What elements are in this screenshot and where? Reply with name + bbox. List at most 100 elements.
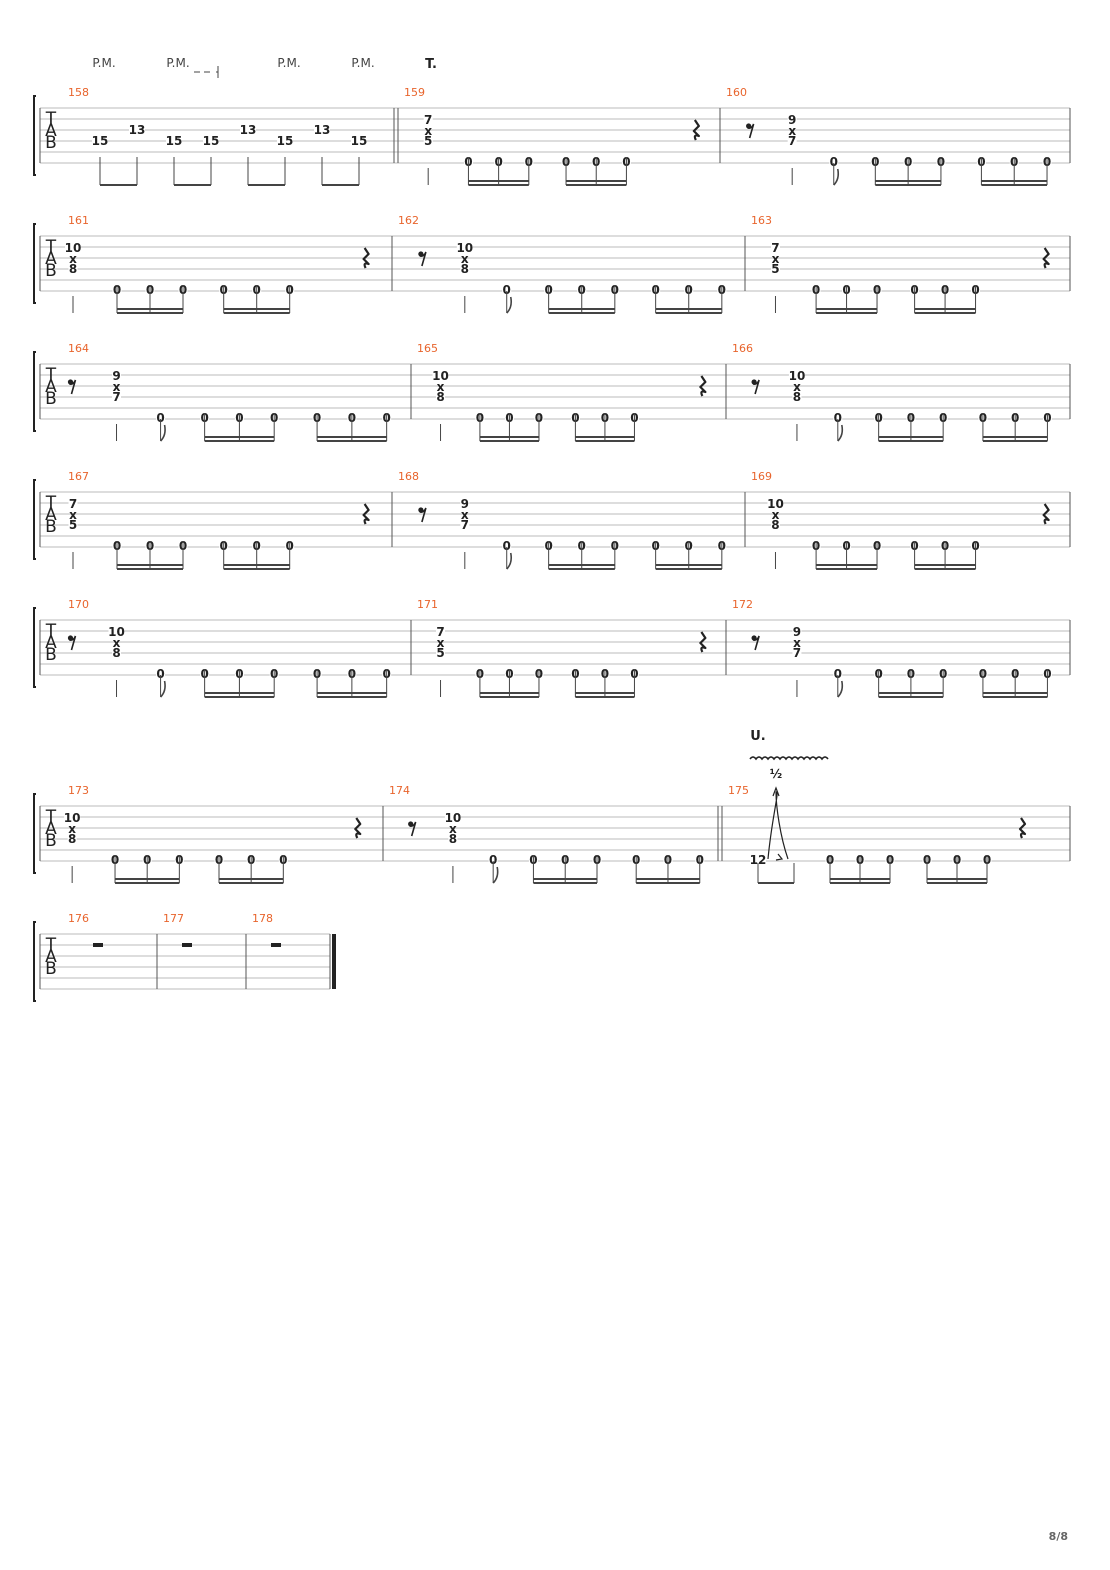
bend-fret: 12 — [750, 853, 767, 867]
chord-fret-low-bg — [770, 263, 780, 274]
measure-number: 169 — [751, 470, 772, 483]
quarter-rest — [1042, 247, 1050, 269]
quarter-rest — [354, 817, 362, 839]
chord-fret-low: 7 — [461, 518, 469, 532]
tapping-label: T. — [425, 57, 437, 72]
tab-clef-letter: B — [45, 133, 57, 153]
eighth-flag — [506, 296, 513, 314]
fret-number: 15 — [92, 134, 109, 148]
chord-fret-high-bg — [436, 626, 446, 637]
measure-number: 175 — [728, 784, 749, 797]
dead-note-x: x — [424, 124, 432, 138]
tab-clef-letter: B — [45, 389, 57, 409]
open-string-fret-bg — [156, 412, 166, 423]
measure-number: 167 — [68, 470, 89, 483]
dead-note-x: x — [772, 252, 780, 266]
fret-number: 15 — [203, 134, 220, 148]
quarter-rest — [699, 631, 707, 653]
chord-fret-low: 8 — [436, 390, 444, 404]
eighth-rest-stem — [752, 635, 760, 651]
chord-fret-low-bg — [423, 135, 433, 146]
chord-fret-low-bg — [448, 833, 458, 844]
fret-number-bg — [351, 135, 367, 146]
measure-number: 162 — [398, 214, 419, 227]
chord-fret-high-bg — [432, 370, 449, 381]
tab-clef-letter: A — [45, 121, 57, 141]
tab-clef-letter: A — [45, 377, 57, 397]
bend-arrow — [772, 786, 780, 797]
measure-number: 165 — [417, 342, 438, 355]
eighth-rest — [408, 821, 417, 837]
chord-fret-high: 7 — [424, 113, 432, 127]
chord-fret-high: 10 — [64, 811, 81, 825]
chord-fret-high-bg — [787, 114, 797, 125]
tab-clef-letter: T — [45, 935, 57, 955]
tab-clef-letter: T — [45, 807, 57, 827]
dead-note-x: x — [69, 508, 77, 522]
chord-fret-high: 10 — [456, 241, 473, 255]
tab-clef-letter: B — [45, 517, 57, 537]
eighth-flag — [159, 680, 166, 698]
whole-rest — [271, 943, 281, 947]
open-string-fret: 0 — [834, 667, 842, 681]
open-string-fret: 0 — [156, 411, 164, 425]
vibrato-line — [749, 756, 829, 761]
quarter-rest — [1042, 503, 1050, 525]
open-string-fret: 0 — [830, 155, 838, 169]
chord-fret-high-bg — [456, 242, 473, 253]
eighth-rest-stem — [419, 251, 427, 267]
dead-note-x: x — [113, 636, 121, 650]
measure-number: 170 — [68, 598, 89, 611]
open-string-fret-bg — [829, 156, 839, 167]
chord-fret-high: 9 — [112, 369, 120, 383]
system-bracket — [33, 95, 36, 176]
tab-clef-letter: T — [45, 109, 57, 129]
eighth-flag — [837, 680, 844, 698]
chord-fret-low: 8 — [112, 646, 120, 660]
palm-mute-label: P.M. — [92, 56, 115, 70]
measure-number: 178 — [252, 912, 273, 925]
quarter-rest — [362, 247, 370, 269]
dead-note-x: x — [113, 380, 121, 394]
measure-number: 160 — [726, 86, 747, 99]
tab-clef-letter: A — [45, 947, 57, 967]
dead-note-x: x — [772, 508, 780, 522]
system-bracket — [33, 793, 36, 874]
dead-note-x: x — [437, 636, 445, 650]
fret-number: 13 — [314, 123, 331, 137]
fret-number-bg — [129, 124, 145, 135]
chord-fret-high: 10 — [767, 497, 784, 511]
dead-note-x: x — [793, 380, 801, 394]
chord-fret-low: 7 — [112, 390, 120, 404]
chord-fret-low: 8 — [461, 262, 469, 276]
eighth-rest — [751, 635, 760, 651]
measure-number: 173 — [68, 784, 89, 797]
open-string-fret-bg — [156, 668, 166, 679]
tab-clef-letter: A — [45, 633, 57, 653]
chord-fret-low-bg — [68, 519, 78, 530]
chord-fret-low-bg — [112, 647, 122, 658]
eighth-rest-stem — [747, 123, 755, 139]
chord-fret-high: 9 — [793, 625, 801, 639]
system-bracket — [33, 479, 36, 560]
open-string-fret-bg — [833, 668, 843, 679]
dead-note-x: x — [437, 380, 445, 394]
bend-fret-bg — [750, 854, 766, 865]
system-bracket — [33, 921, 36, 1002]
eighth-flag — [506, 552, 513, 570]
chord-fret-high: 10 — [108, 625, 125, 639]
chord-fret-high: 7 — [69, 497, 77, 511]
open-string-fret-bg — [488, 854, 498, 865]
measure-number: 164 — [68, 342, 89, 355]
measure-number: 163 — [751, 214, 772, 227]
chord-fret-low: 8 — [449, 832, 457, 846]
tab-clef-letter: A — [45, 819, 57, 839]
chord-fret-low: 5 — [771, 262, 779, 276]
eighth-rest — [67, 379, 77, 395]
system-bracket — [33, 607, 36, 688]
quarter-rest — [362, 503, 370, 525]
chord-fret-low: 8 — [771, 518, 779, 532]
eighth-rest — [751, 379, 760, 395]
fret-number-bg — [277, 135, 293, 146]
